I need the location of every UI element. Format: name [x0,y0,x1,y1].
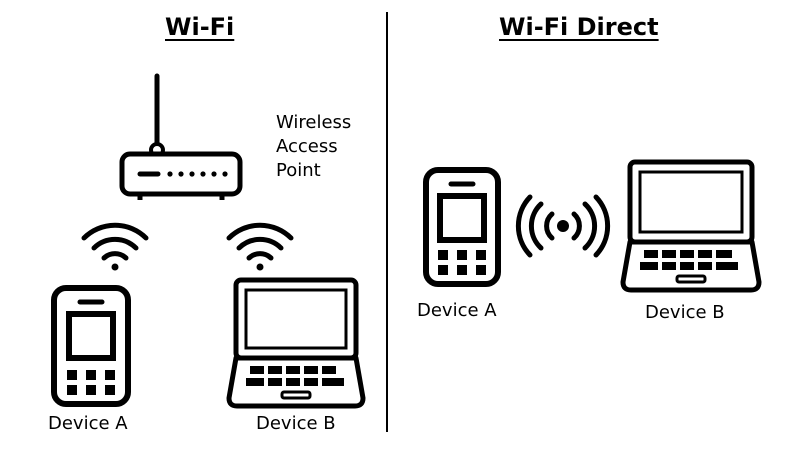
laptop-icon [620,159,762,293]
panel-divider [386,12,388,432]
laptop-icon [226,277,366,409]
device-a-label: Device A [417,300,497,321]
wifi-title: Wi-Fi [165,13,235,41]
wifi-direct-title: Wi-Fi Direct [499,13,659,41]
phone-icon [51,285,131,407]
access-point-label: Wireless Access Point [276,112,352,181]
phone-icon [423,167,501,287]
router-icon [119,73,243,200]
wifi-signal-icon [81,222,149,271]
device-a-label: Device A [48,413,128,434]
broadcast-signal-icon [515,194,611,258]
wifi-signal-icon [226,222,294,271]
device-b-label: Device B [645,302,725,323]
device-b-label: Device B [256,413,336,434]
